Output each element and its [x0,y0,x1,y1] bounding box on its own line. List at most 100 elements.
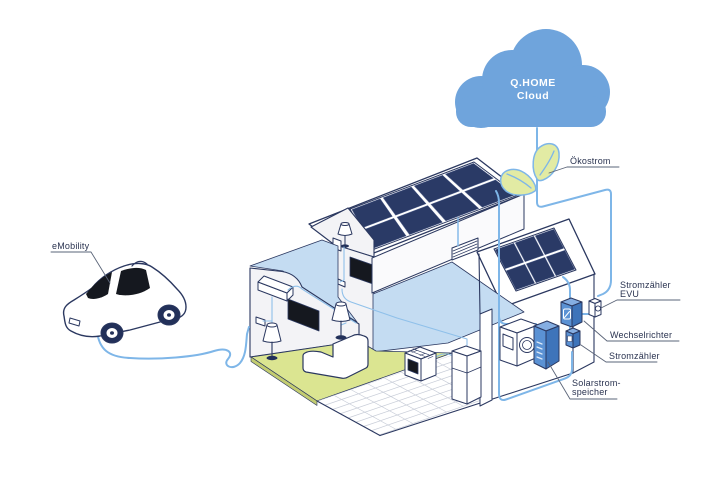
car-side-window [116,267,150,296]
lamp-shade [262,324,282,343]
label-stromzaehler: Stromzähler [580,344,660,363]
car-body [62,262,187,338]
solar-cell [515,236,544,262]
lamp-base [335,335,347,340]
cloud-title-line1: Q.HOME [510,77,556,89]
inverter-icon [560,297,583,328]
solar-array-frame [493,227,577,292]
solarstromspeicher-leader [547,361,618,400]
battery-storage-icon [533,320,560,370]
fridge-front [451,350,468,405]
solar-panel-array-main-icon [349,161,519,251]
fridge-icon [451,345,482,405]
okostrom-label: Ökostrom [570,156,611,166]
battery-side [545,325,560,370]
annex-panel-cable [562,276,571,302]
stromzaehler-evu-label-line2: EVU [620,289,639,299]
lamp-base [266,355,278,361]
evu-front [588,300,596,318]
stromzaehler-leader [580,344,658,363]
fridge-door-split [451,366,482,374]
leaf-right [532,142,560,182]
wechselrichter-leader [583,320,680,342]
solar-panel-array-annex-icon [493,227,577,292]
label-okostrom: Ökostrom [548,156,620,174]
annex-roof [476,218,596,308]
stove-side [420,352,437,382]
emobility-label: eMobility [52,241,90,251]
floor-step-edge [250,356,318,406]
interior-wire [287,285,357,324]
label-solarstromspeicher: Solarstrom- speicher [547,361,621,400]
wall-socket-lower-icon [255,316,266,327]
leaf-vein [506,173,532,189]
ac-side [286,286,294,302]
lamp-shade [331,303,351,322]
solarstromspeicher-label-line1: Solarstrom- [572,378,621,388]
cloud-base [456,96,606,127]
solar-cell [383,186,427,216]
car-antenna [131,260,148,267]
louver-vent-icon [451,237,479,261]
inverter-side [571,301,583,328]
floor-lamp-icon [331,301,351,340]
attic-lamp-base [341,244,349,248]
vent-louver [452,240,478,252]
lamp-top [266,322,278,328]
wheel-hub [167,313,171,317]
solar-cell [430,192,479,222]
leaf-left [500,168,537,196]
car-wheel-icon [157,304,181,326]
vent-louver [452,243,478,255]
burner-grid [408,348,434,359]
fridge-side [466,350,482,405]
solar-cell [396,205,443,235]
grid-meter-icon [588,298,602,318]
interior-wire [339,246,345,283]
car-windshield [86,272,112,299]
leaf-icon [500,142,560,196]
annex-wall-edge [478,253,481,315]
label-emobility: eMobility [50,241,111,284]
car-wheel-icon [100,322,124,344]
cloud-icon [455,29,610,128]
floor-tile-line [378,388,486,435]
heatpump-fan [519,337,535,353]
eave-wall-strip [371,193,525,294]
lamp-top [335,301,347,307]
base-edge [379,372,574,437]
battery-indicator [536,341,543,360]
label-wechselrichter: Wechselrichter [583,320,680,342]
attic-lamp-top [340,222,350,226]
evu-side [594,300,602,318]
emobility-leader [50,251,111,284]
electric-car-icon [62,260,187,344]
wechselrichter-label: Wechselrichter [610,330,672,340]
stromzaehler-evu-label-line1: Stromzähler [620,280,671,290]
solar-cell [546,250,575,276]
utility-wall-slab [479,308,493,407]
floor-lamp-icon [262,322,282,361]
vent-louver [452,246,478,258]
heatpump-fan-inner [522,340,532,350]
kitchen-wire [435,353,452,358]
heatpump-panel [502,333,514,351]
evu-dial [594,305,602,312]
wheel-hub [110,331,114,335]
meter-window [567,335,573,342]
solarstromspeicher-label-line2: speicher [572,387,608,397]
charging-cable [96,326,250,369]
stromzaehler-label: Stromzähler [609,351,660,361]
base-edge [572,361,595,374]
inverter-symbol [564,311,570,318]
oven-door [407,358,419,375]
okostrom-leader [548,166,620,174]
sofa-icon [302,333,369,379]
cloud-title-line2: Cloud [517,90,549,102]
stromzaehler-evu-leader [600,299,681,309]
attic-lamp-icon [337,222,353,248]
meter-icon [565,327,581,349]
stove-icon [404,346,437,382]
